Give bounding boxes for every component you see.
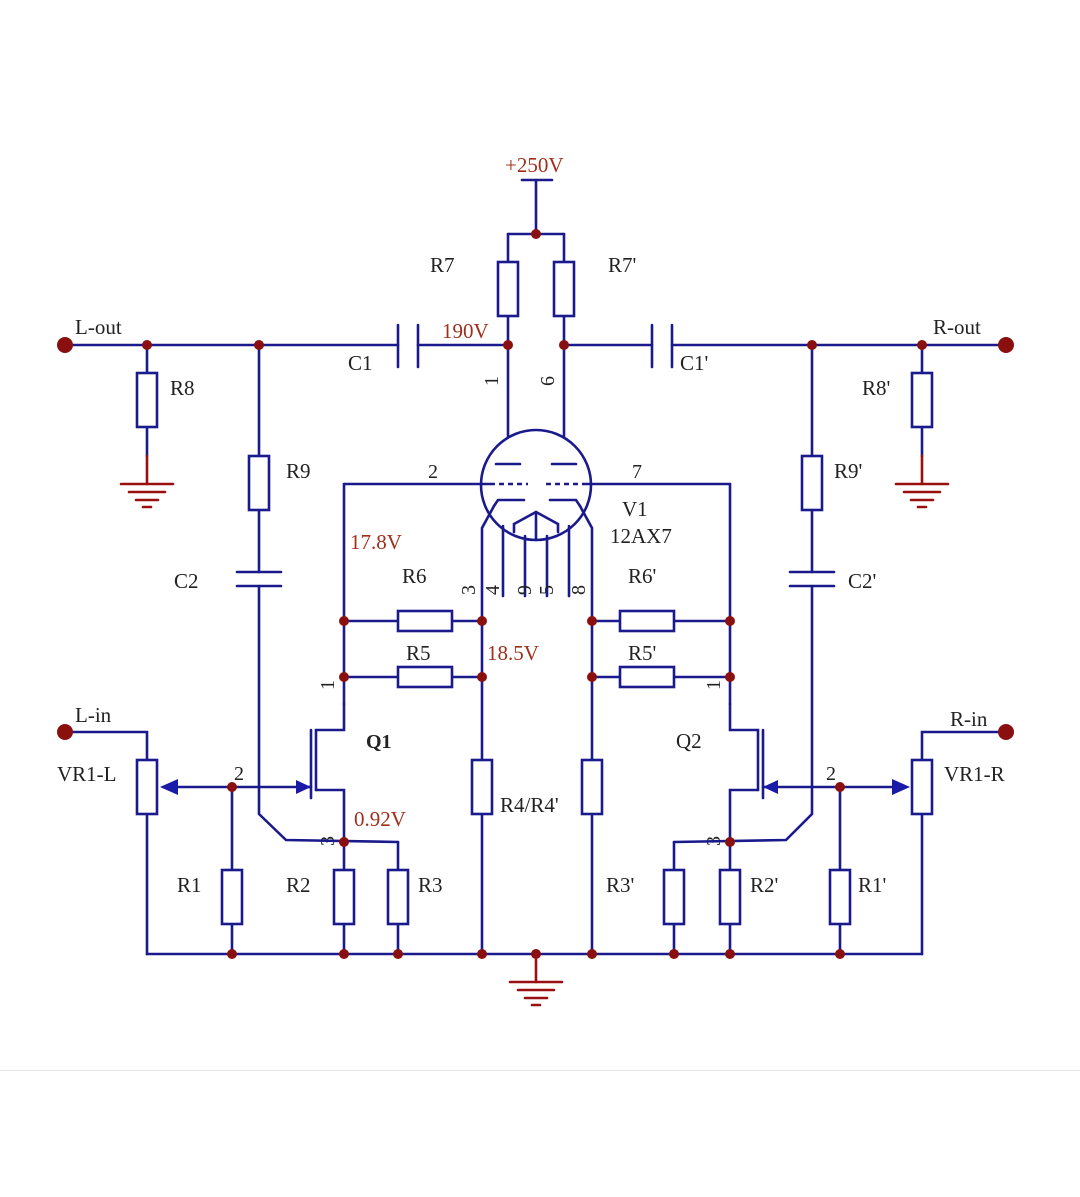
r6-label: R6 — [402, 564, 427, 588]
q1-gate-pin: 2 — [234, 763, 244, 785]
resistor-r5 — [396, 665, 454, 689]
resistor-r7 — [496, 260, 520, 318]
r-out-label: R-out — [933, 315, 981, 339]
resistor-r3-prime — [662, 868, 686, 926]
ground-symbol-main — [508, 952, 564, 1007]
q2-label: Q2 — [676, 729, 702, 753]
r3-prime-label: R3' — [606, 873, 634, 897]
resistor-r4-prime — [580, 758, 604, 816]
r-in-label: R-in — [950, 707, 988, 731]
tube-pin-8: 8 — [568, 585, 590, 595]
ground-symbol-r8 — [119, 454, 175, 509]
c2-label: C2 — [174, 569, 199, 593]
q1-drain-pin: 1 — [317, 680, 339, 690]
tube-pin-9: 9 — [514, 585, 536, 595]
r6-prime-label: R6' — [628, 564, 656, 588]
r1-label: R1 — [177, 873, 202, 897]
c1-prime-label: C1' — [680, 351, 708, 375]
tube-pin-1: 1 — [481, 376, 503, 386]
supply-net — [506, 178, 566, 466]
ground-symbol-r8-prime — [894, 454, 950, 509]
right-output-rail — [559, 323, 1014, 588]
tube-name-label: V1 — [622, 497, 648, 521]
r5-prime-label: R5' — [628, 641, 656, 665]
resistor-r6-prime — [618, 609, 676, 633]
c2-prime-label: C2' — [848, 569, 876, 593]
resistor-r4 — [470, 758, 494, 816]
cathode-voltage-label: 18.5V — [487, 641, 539, 665]
resistor-r8-prime — [910, 371, 934, 429]
left-output-rail — [57, 323, 513, 588]
r3-label: R3 — [418, 873, 443, 897]
resistor-r6 — [396, 609, 454, 633]
tube-type-label: 12AX7 — [610, 524, 672, 548]
c1-label: C1 — [348, 351, 373, 375]
r8-prime-label: R8' — [862, 376, 890, 400]
q2-gate-pin: 2 — [826, 763, 836, 785]
r4-label: R4/R4' — [500, 793, 559, 817]
tube-v1 — [479, 428, 593, 542]
r8-label: R8 — [170, 376, 195, 400]
vr1-r-label: VR1-R — [944, 762, 1005, 786]
resistor-r3 — [386, 868, 410, 926]
r1-prime-label: R1' — [858, 873, 886, 897]
resistor-r9 — [247, 454, 271, 512]
supply-voltage-label: +250V — [505, 153, 564, 177]
r9-prime-label: R9' — [834, 459, 862, 483]
tube-pin-3: 3 — [458, 585, 480, 595]
potentiometer-vr1-r[interactable] — [910, 758, 934, 816]
q2-drain-pin: 1 — [703, 680, 725, 690]
resistor-r1 — [220, 868, 244, 926]
resistor-r2-prime — [718, 868, 742, 926]
resistor-r5-prime — [618, 665, 676, 689]
right-input-network — [672, 584, 1014, 956]
resistor-r8 — [135, 371, 159, 429]
resistor-r9-prime — [800, 454, 824, 512]
resistor-r7-prime — [552, 260, 576, 318]
potentiometer-vr1-l[interactable] — [135, 758, 159, 816]
r2-prime-label: R2' — [750, 873, 778, 897]
tube-pin-4: 4 — [482, 585, 504, 595]
tube-pin-7: 7 — [632, 461, 642, 483]
tube-pin-5: 5 — [536, 585, 558, 595]
plate-voltage-label: 190V — [442, 319, 489, 343]
q1-label: Q1 — [366, 731, 392, 753]
resistor-r1-prime — [828, 868, 852, 926]
r2-label: R2 — [286, 873, 311, 897]
page-divider — [0, 1070, 1080, 1071]
r5-label: R5 — [406, 641, 431, 665]
emitter-voltage-label: 0.92V — [354, 807, 406, 831]
tube-pin-6: 6 — [537, 376, 559, 386]
vr1-l-label: VR1-L — [57, 762, 117, 786]
l-out-label: L-out — [75, 315, 122, 339]
r7-label: R7 — [430, 253, 455, 277]
resistor-r2 — [332, 868, 356, 926]
tube-pin-wires — [480, 504, 594, 956]
right-feedback-network — [587, 482, 735, 706]
transistor-q1 — [230, 702, 346, 844]
l-in-label: L-in — [75, 703, 112, 727]
ground-bus — [145, 949, 924, 959]
tube-pin-2: 2 — [428, 461, 438, 483]
grid-voltage-label: 17.8V — [350, 530, 402, 554]
r9-label: R9 — [286, 459, 311, 483]
transistor-q2 — [728, 702, 842, 844]
r7-prime-label: R7' — [608, 253, 636, 277]
left-feedback-network — [339, 482, 487, 706]
